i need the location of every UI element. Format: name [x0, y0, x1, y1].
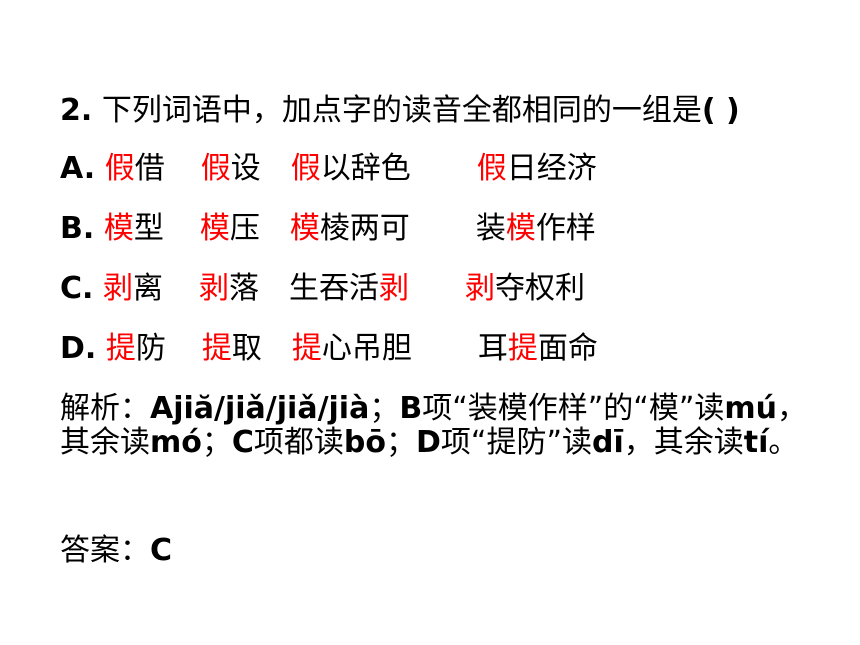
word-rest: 心吊胆	[321, 331, 412, 366]
explanation-text: dī	[592, 425, 624, 460]
option-b: B. 模型模压模棱两可装模作样	[60, 210, 596, 248]
explanation-text: ；	[201, 425, 232, 460]
option-word: 假设	[201, 150, 261, 188]
question-bracket: ( )	[701, 93, 740, 128]
word-rest: 防	[135, 331, 166, 366]
highlighted-char: 假	[476, 151, 507, 186]
word-rest: 以辞色	[320, 151, 411, 186]
word-prefix: 生吞活	[288, 271, 379, 306]
word-rest: 压	[229, 211, 260, 246]
explanation-text: bō	[343, 425, 386, 460]
explanation-text: D	[416, 425, 441, 460]
word-rest: 落	[228, 271, 259, 306]
option-word: 提心吊胆	[292, 330, 412, 368]
explanation-text: C	[231, 425, 254, 460]
highlighted-char: 提	[507, 331, 538, 366]
explanation-text: Ajiă/jiǎ/jiǎ/jià	[150, 391, 370, 426]
explanation-text: B	[399, 391, 423, 426]
answer-line: 答案：C	[60, 532, 172, 570]
option-word: 提防	[106, 330, 166, 368]
word-rest: 作样	[535, 211, 596, 246]
word-rest: 借	[134, 151, 165, 186]
explanation-text: 解析：	[60, 391, 150, 426]
explanation-text: 。	[768, 425, 799, 460]
option-word: 装模作样	[476, 210, 596, 248]
option-label: C.	[60, 271, 94, 306]
option-word: 剥离	[103, 270, 163, 308]
option-word: 剥夺权利	[465, 270, 585, 308]
option-word: 模压	[200, 210, 260, 248]
option-label: A.	[60, 151, 96, 186]
highlighted-char: 模	[289, 211, 320, 246]
option-word: 剥落	[199, 270, 259, 308]
question-text: 下列词语中，加点字的读音全都相同的一组是	[92, 93, 702, 128]
option-word: 模棱两可	[290, 210, 410, 248]
option-word: 提取	[202, 330, 262, 368]
highlighted-char: 提	[105, 331, 136, 366]
option-word: 假日经济	[477, 150, 597, 188]
option-label: D.	[60, 331, 97, 366]
highlighted-char: 剥	[378, 271, 409, 306]
highlighted-char: 模	[505, 211, 536, 246]
explanation-text: 项“提防”读	[440, 425, 592, 460]
word-rest: 夺权利	[494, 271, 585, 306]
highlighted-char: 假	[290, 151, 321, 186]
highlighted-char: 模	[103, 211, 134, 246]
option-word: 假以辞色	[291, 150, 411, 188]
explanation-text: 项“装模作样”的“模”读	[422, 391, 725, 426]
option-label: B.	[60, 211, 95, 246]
explanation-text: 项都读	[253, 425, 344, 460]
highlighted-char: 模	[199, 211, 230, 246]
word-rest: 型	[133, 211, 164, 246]
word-rest: 离	[132, 271, 163, 306]
explanation-text: tí	[743, 425, 769, 460]
word-prefix: 装	[475, 211, 506, 246]
explanation-text: ；	[369, 391, 400, 426]
option-word: 生吞活剥	[289, 270, 409, 308]
option-d: D. 提防提取提心吊胆耳提面命	[60, 330, 598, 368]
highlighted-char: 剥	[198, 271, 229, 306]
explanation-text: ，其余读	[623, 425, 744, 460]
word-rest: 设	[230, 151, 261, 186]
explanation-text: ；	[386, 425, 416, 460]
explanation-text: mú	[724, 391, 778, 426]
option-word: 假借	[105, 150, 165, 188]
explanation: 解析：Ajiă/jiǎ/jiǎ/jià；B项“装模作样”的“模”读mú，其余读m…	[60, 392, 820, 460]
option-c: C. 剥离剥落生吞活剥剥夺权利	[60, 270, 585, 308]
highlighted-char: 提	[291, 331, 322, 366]
option-word: 耳提面命	[478, 330, 598, 368]
word-rest: 棱两可	[319, 211, 410, 246]
word-rest: 取	[231, 331, 262, 366]
highlighted-char: 假	[200, 151, 231, 186]
explanation-text: ，其余读	[60, 391, 808, 460]
question-line: 2. 下列词语中，加点字的读音全都相同的一组是( )	[60, 92, 740, 130]
highlighted-char: 剥	[102, 271, 133, 306]
explanation-text: mó	[150, 425, 202, 460]
word-rest: 面命	[537, 331, 598, 366]
highlighted-char: 假	[104, 151, 135, 186]
word-prefix: 耳	[477, 331, 508, 366]
answer-label: 答案：	[60, 533, 150, 568]
option-word: 模型	[104, 210, 164, 248]
answer-value: C	[150, 533, 173, 568]
highlighted-char: 提	[201, 331, 232, 366]
highlighted-char: 剥	[464, 271, 495, 306]
option-a: A. 假借假设假以辞色假日经济	[60, 150, 597, 188]
question-number: 2.	[60, 93, 93, 128]
word-rest: 日经济	[506, 151, 597, 186]
